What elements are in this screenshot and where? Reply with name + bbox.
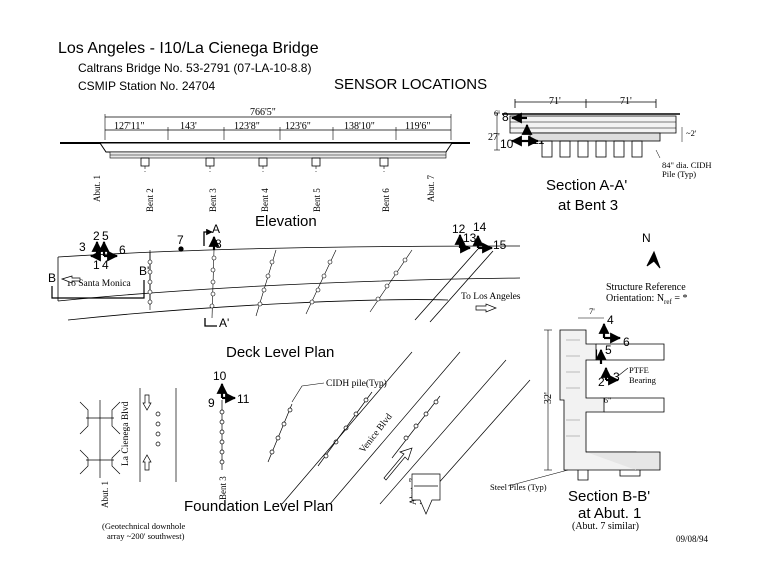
sensor-6-bb: 6 (623, 335, 630, 349)
sensor-14: 14 (473, 220, 487, 234)
sensor-15: 15 (493, 238, 507, 252)
elevation-span-1: 127'11" (114, 121, 145, 132)
sensor-3: 3 (79, 240, 86, 254)
steel-piles-label: Steel Piles (Typ) (490, 482, 547, 492)
sensor-12: 12 (452, 222, 466, 236)
sensor-4-bb: 4 (607, 313, 614, 327)
elevation-total-span: 766'5" (250, 107, 276, 118)
reference-line-1: Structure Reference (606, 282, 686, 293)
geotech-note-1: (Geotechnical downhole (102, 521, 186, 531)
foundation-plan-caption: Foundation Level Plan (184, 498, 334, 515)
ptfe-label-1: PTFE (629, 365, 649, 375)
section-aa-height: 27' (488, 132, 500, 143)
elevation-span-4: 123'6" (285, 121, 311, 132)
sensor-4: 4 (102, 258, 109, 272)
geotech-note-2: array ~200' southwest) (107, 531, 185, 541)
drawing-date: 09/08/94 (676, 534, 709, 544)
elevation-view (60, 114, 470, 172)
elevation-span-3: 123'8" (234, 121, 260, 132)
reference-line-2: Orientation: Nref = * (606, 293, 688, 306)
deck-bent-4 (255, 249, 277, 317)
ptfe-label-2: Bearing (629, 375, 656, 385)
section-bb-caption-2: at Abut. 1 (578, 505, 642, 522)
sensor-5: 5 (102, 229, 109, 243)
section-aa-width-left: 71' (549, 96, 561, 107)
section-aa-view (494, 99, 683, 159)
elevation-span-2: 143' (180, 121, 197, 132)
section-bb-caption-3: (Abut. 7 similar) (572, 521, 639, 532)
sensor-5-bb: 5 (605, 343, 612, 357)
section-aa-pile-note-1: 84" dia. CIDH (662, 160, 712, 170)
sensor-8-aa: 8 (502, 110, 509, 124)
section-aa-right-dim: ~2' (686, 128, 697, 138)
station-number: CSMIP Station No. 24704 (78, 79, 216, 93)
section-aa-width-right: 71' (620, 96, 632, 107)
section-aa-caption-2: at Bent 3 (558, 197, 619, 214)
sensor-10-aa: 10 (500, 137, 514, 151)
deck-bent-5 (305, 249, 337, 315)
section-aa-pile-note-2: Pile (Typ) (662, 169, 697, 179)
north-arrow (646, 250, 661, 269)
sensor-1: 1 (93, 258, 100, 272)
cut-a-prime-label: A' (219, 316, 230, 330)
cut-b-prime-label: B' (139, 264, 150, 278)
sensor-9: 9 (208, 396, 215, 410)
sensor-11: 11 (237, 392, 250, 406)
sensor-2: 2 (93, 229, 100, 243)
deck-plan-view (51, 228, 521, 327)
sensor-2-bb: 2 (598, 375, 605, 389)
page-title: Los Angeles - I10/La Cienega Bridge (58, 40, 319, 57)
elevation-span-6: 119'6" (405, 121, 431, 132)
foundation-plan-view (79, 351, 531, 515)
sensor-10: 10 (213, 369, 227, 383)
section-bb-view (507, 317, 665, 487)
bridge-number: Caltrans Bridge No. 53-2791 (07-LA-10-8.… (78, 61, 312, 75)
to-santa-monica-label: To Santa Monica (66, 279, 131, 289)
cut-b-label: B (48, 271, 57, 285)
section-bb-dim-top: 7' (589, 306, 595, 316)
deck-plan-caption: Deck Level Plan (226, 344, 335, 361)
section-bb-caption-1: Section B-B' (568, 488, 651, 505)
sensor-locations-heading: SENSOR LOCATIONS (334, 76, 488, 93)
to-los-angeles-label: To Los Angeles (461, 292, 521, 302)
section-aa-caption-1: Section A-A' (546, 177, 628, 194)
section-bb-dim-mid: 4'6" (598, 395, 612, 405)
north-label: N (642, 231, 651, 245)
sensor-7: 7 (177, 233, 184, 247)
elevation-span-5: 138'10" (344, 121, 375, 132)
cut-a-label: A (212, 222, 221, 236)
elevation-caption: Elevation (255, 213, 317, 230)
sensor-6: 6 (119, 243, 126, 257)
cidh-pile-note: CIDH pile(Typ) (326, 379, 387, 389)
